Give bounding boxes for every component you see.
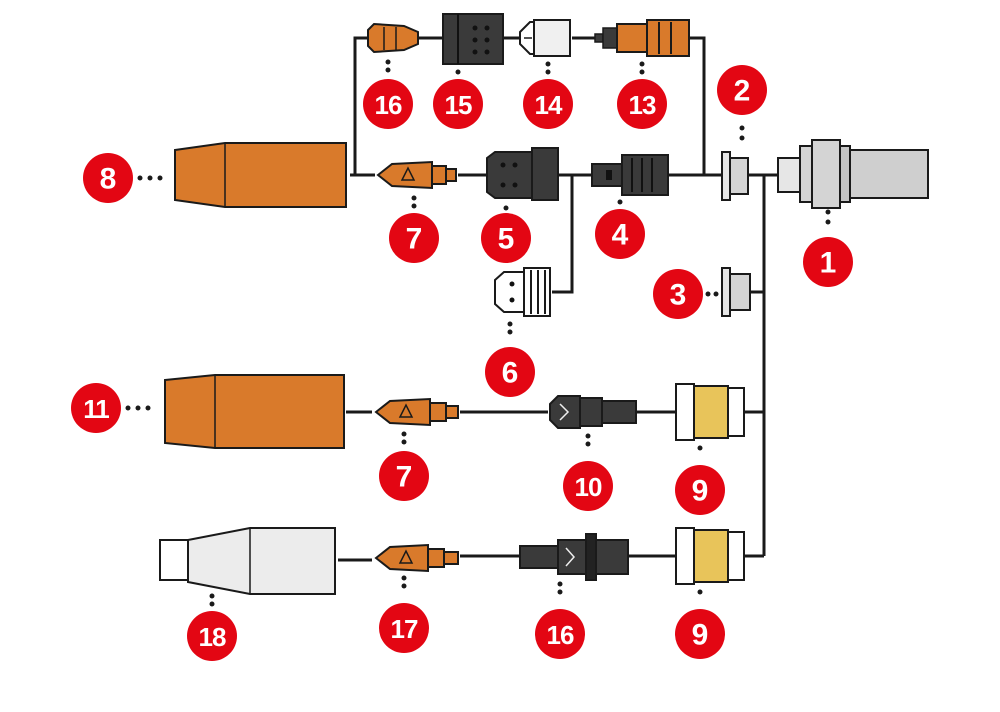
connector-lines [338, 36, 778, 562]
contact-tip-icon [376, 160, 457, 190]
connector-line [552, 175, 574, 294]
tip-holder-icon [594, 19, 690, 57]
part-number: 9 [692, 475, 709, 508]
gas-diffuser-icon [486, 147, 559, 201]
insulator-ring-icon [721, 151, 749, 201]
part-badge-1: 1 [803, 237, 853, 287]
part-number: 10 [575, 472, 602, 502]
tip-holder-icon [519, 533, 629, 581]
insulator-ring-icon [721, 267, 751, 317]
contact-tip-icon [367, 22, 419, 54]
part-badge-16: 16 [535, 609, 585, 659]
connector-line [350, 36, 368, 177]
part-number: 7 [396, 461, 413, 494]
part-badge-15: 16 [363, 79, 413, 129]
ceramic-diffuser-icon [494, 267, 551, 317]
part-badge-12: 13 [617, 79, 667, 129]
gas-diffuser-icon [442, 13, 504, 65]
connector-line [690, 36, 722, 177]
nozzle-adapter-icon [675, 527, 745, 585]
part-number: 3 [670, 279, 687, 312]
tip-holder-icon [549, 395, 637, 429]
part-number: 16 [547, 620, 574, 650]
part-badge-5: 5 [481, 213, 531, 263]
leader-dots [125, 59, 831, 607]
ceramic-sleeve-icon [519, 19, 571, 57]
gas-nozzle-icon [174, 142, 347, 208]
gas-nozzle-icon [164, 374, 345, 449]
part-number: 6 [502, 357, 519, 390]
tip-holder-icon [591, 154, 669, 196]
part-badge-6: 6 [485, 347, 535, 397]
part-badge-17: 17 [379, 603, 429, 653]
part-badge-14: 15 [433, 79, 483, 129]
part-number: 18 [199, 622, 226, 652]
part-number: 5 [498, 223, 515, 256]
part-badge-3: 3 [653, 269, 703, 319]
contact-tip-icon [374, 397, 459, 427]
part-number: 14 [535, 90, 563, 120]
part-badge-10: 10 [563, 461, 613, 511]
nozzle-adapter-icon [675, 383, 745, 441]
part-badge-2: 2 [717, 65, 767, 115]
part-badge-7: 7 [379, 451, 429, 501]
part-number: 13 [629, 90, 656, 120]
part-badge-13: 14 [523, 79, 573, 129]
part-badge-4: 4 [595, 209, 645, 259]
gas-nozzle-icon [159, 527, 336, 595]
part-number: 15 [445, 90, 472, 120]
part-number: 8 [100, 163, 117, 196]
part-number: 16 [375, 90, 402, 120]
part-badge-7: 7 [389, 213, 439, 263]
torch-neck-icon [777, 139, 929, 209]
contact-tip-icon [374, 543, 459, 573]
part-number: 7 [406, 223, 423, 256]
part-badge-9: 9 [675, 609, 725, 659]
part-number: 2 [734, 75, 751, 108]
part-number: 9 [692, 619, 709, 652]
part-number: 4 [612, 219, 629, 252]
part-number: 11 [83, 394, 109, 424]
part-badge-18: 18 [187, 611, 237, 661]
part-badge-8: 8 [83, 153, 133, 203]
part-badge-11: 11 [71, 383, 121, 433]
part-badge-9: 9 [675, 465, 725, 515]
part-number: 17 [391, 614, 418, 644]
part-number: 1 [820, 247, 837, 280]
